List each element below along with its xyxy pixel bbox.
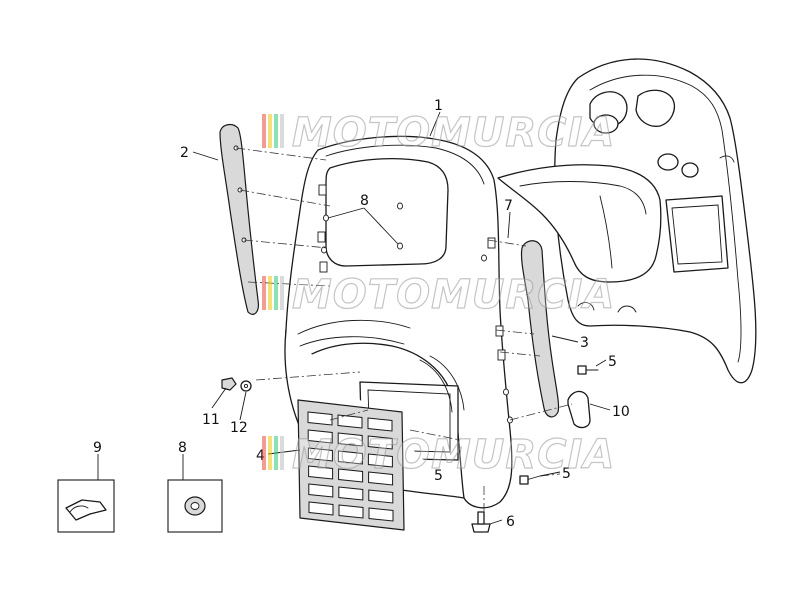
leader-lines: [97, 111, 611, 525]
callout-12: 12: [230, 420, 248, 436]
watermark-text-top: MOTOMURCIA: [292, 110, 615, 156]
watermark-stripe: [274, 276, 278, 310]
callout-5-mid: 5: [434, 468, 443, 484]
watermark-stripe: [268, 276, 272, 310]
callout-6: 6: [506, 514, 515, 530]
watermark-stripe: [262, 436, 266, 470]
watermark-stripe: [280, 114, 284, 148]
grille-cell: [338, 486, 364, 501]
watermark-bottom: MOTOMURCIA: [262, 431, 615, 479]
washer-12: [240, 380, 252, 392]
watermark-text-bottom: MOTOMURCIA: [292, 432, 615, 478]
screw-upper: [577, 365, 599, 375]
grille-cell: [368, 471, 394, 486]
grille-cell: [337, 432, 363, 447]
grille-cell: [367, 435, 393, 450]
callout-9: 9: [93, 440, 102, 456]
callout-5-lower: 5: [562, 466, 571, 482]
part-8-box: [167, 479, 223, 533]
watermark-stripe: [262, 276, 266, 310]
grille-cell: [337, 450, 363, 465]
grille-cell: [308, 465, 334, 480]
push-fastener: [471, 511, 491, 533]
grille-cell: [307, 411, 333, 426]
callout-1: 1: [434, 98, 443, 114]
callout-labels: 1 2 3 4 5 5 5 6 7 8 8 9 10 11 12: [93, 98, 630, 530]
callout-8-box: 8: [178, 440, 187, 456]
callout-5-upper: 5: [608, 354, 617, 370]
grille-cell: [368, 507, 394, 522]
watermark-stripe: [280, 276, 284, 310]
nut-11: [221, 377, 237, 391]
part-9-box: [57, 479, 115, 533]
watermark-stripe: [268, 114, 272, 148]
grille-cell: [338, 504, 364, 519]
grille-cell: [367, 453, 393, 468]
watermark-stripe: [262, 114, 266, 148]
watermark-stripe: [268, 436, 272, 470]
grille-cell: [308, 483, 334, 498]
callout-4: 4: [256, 448, 265, 464]
grille-cell: [338, 468, 364, 483]
callout-10: 10: [612, 404, 630, 420]
callout-8-main: 8: [360, 193, 369, 209]
watermark-middle: MOTOMURCIA: [262, 271, 615, 319]
grille-cell: [337, 414, 363, 429]
watermark-stripe: [274, 436, 278, 470]
cover-plug: [567, 390, 591, 429]
assembly-lines: [235, 147, 573, 512]
callout-2: 2: [180, 145, 189, 161]
callout-11: 11: [202, 412, 220, 428]
grille-cell: [368, 489, 394, 504]
watermark-stripe: [274, 114, 278, 148]
grille-cell: [367, 417, 393, 432]
watermark-top: MOTOMURCIA: [262, 109, 615, 157]
callout-7: 7: [504, 198, 513, 214]
watermark-stripes-middle: [262, 276, 284, 310]
callout-3: 3: [580, 335, 589, 351]
watermark-text-middle: MOTOMURCIA: [292, 272, 615, 318]
grille-panel: [297, 399, 405, 531]
screw-lower: [519, 475, 541, 485]
grille-cell: [307, 447, 333, 462]
left-trim-strip: [219, 123, 259, 315]
watermark-stripes-top: [262, 114, 284, 148]
watermark-stripe: [280, 436, 284, 470]
right-trim-strip: [520, 240, 560, 418]
rear-inner-shield: [497, 58, 757, 384]
watermark-stripes-bottom: [262, 436, 284, 470]
grille-cell: [307, 429, 333, 444]
grille-cell: [308, 501, 334, 516]
